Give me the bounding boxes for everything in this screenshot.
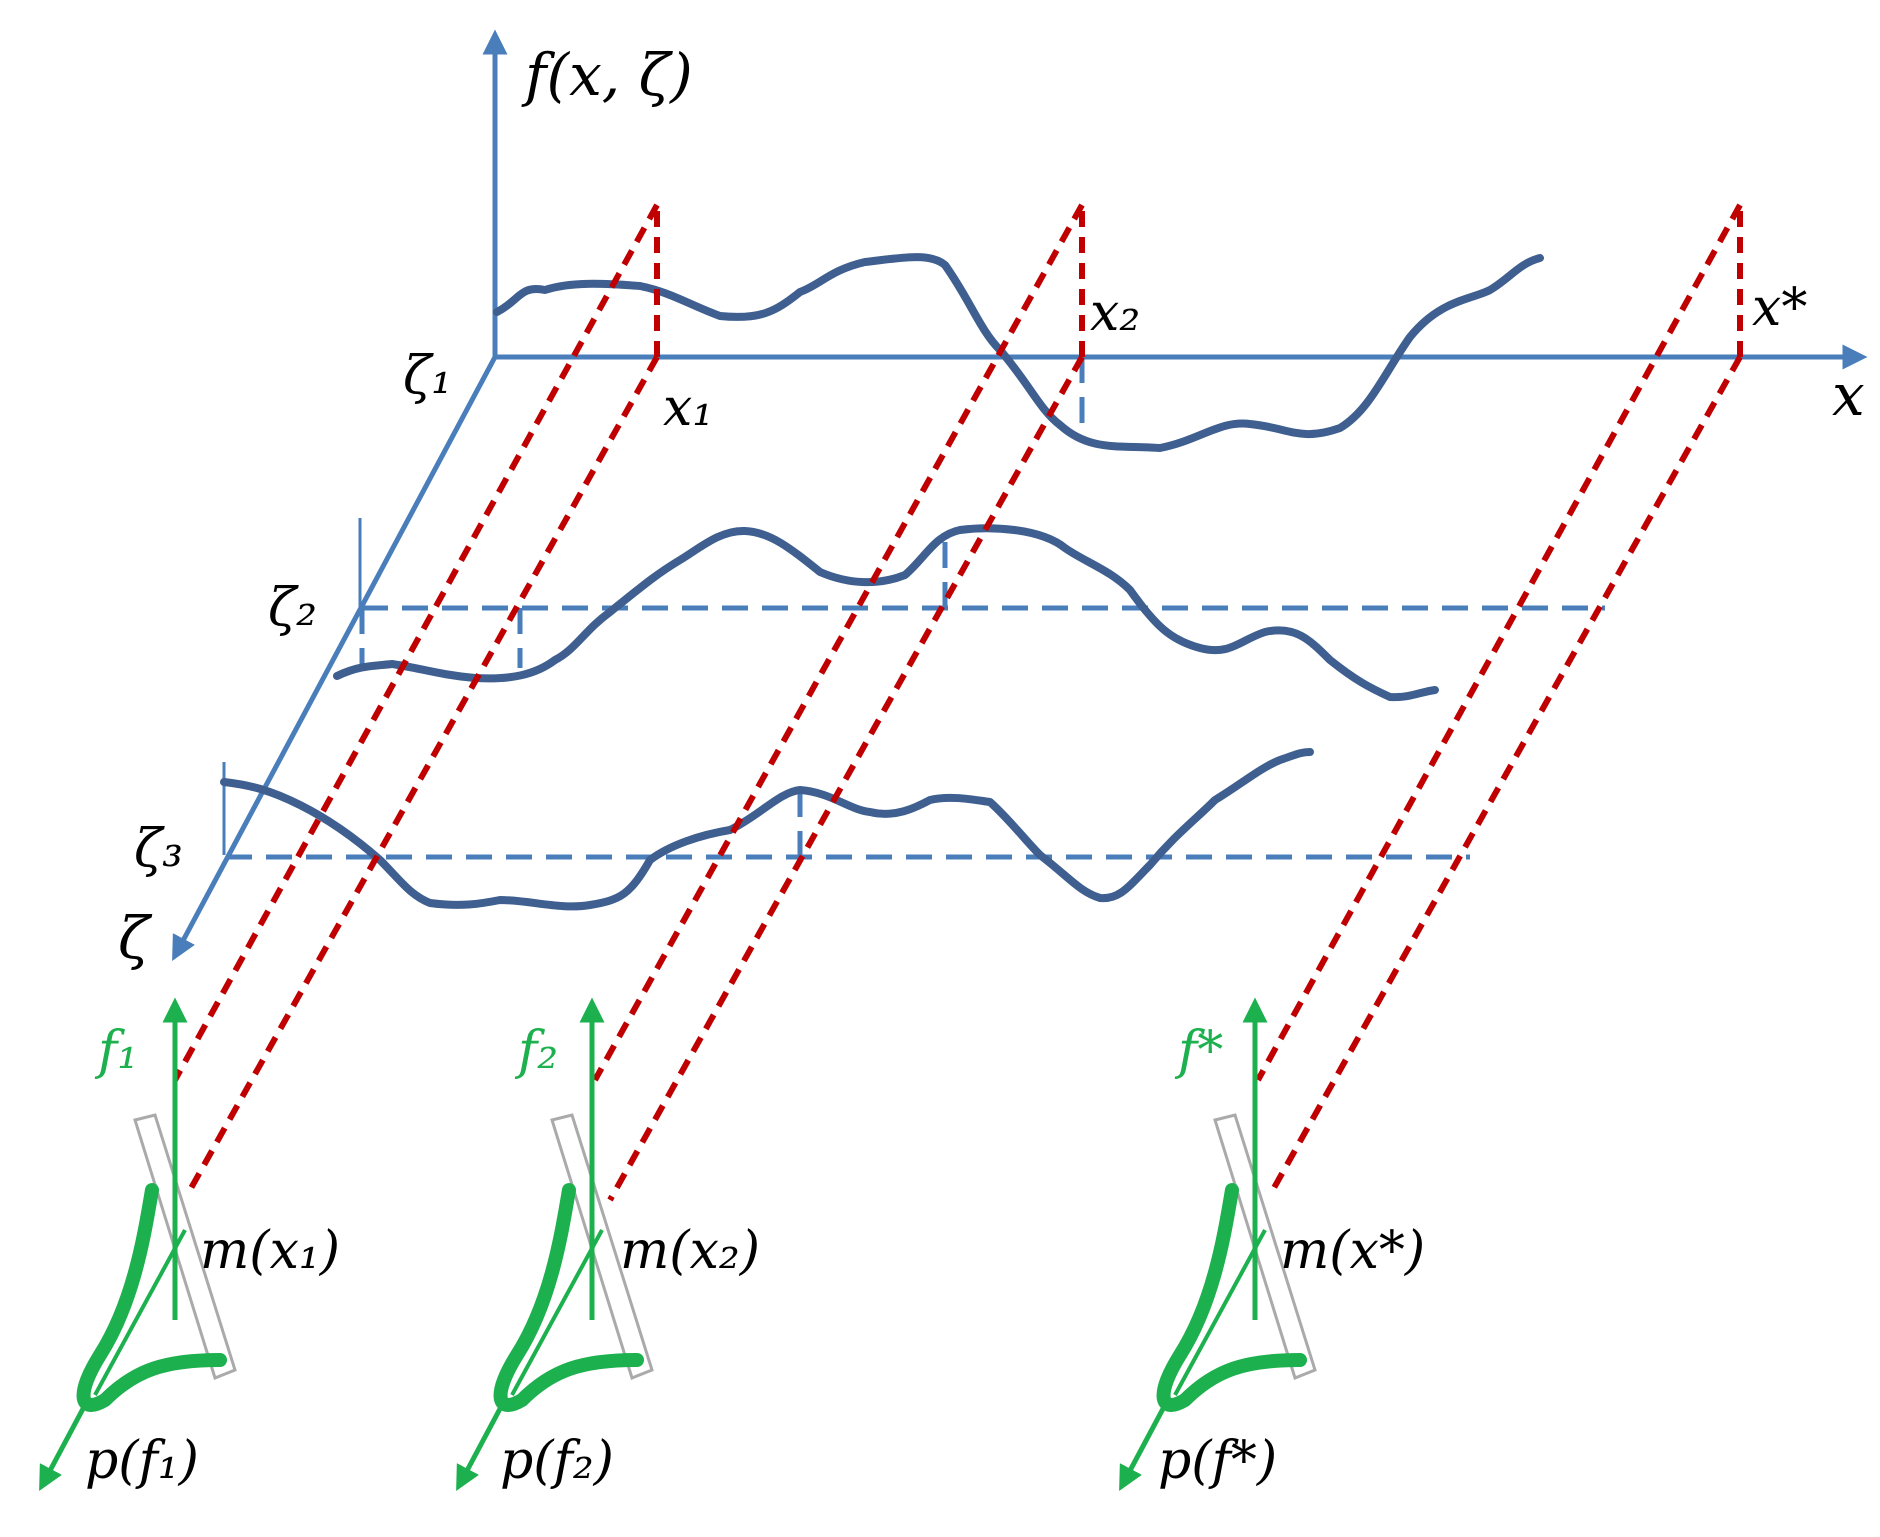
f1-label: f₁ <box>94 1021 138 1081</box>
m-x1-label: m(x₁) <box>200 1221 340 1281</box>
fstar-inner-line <box>1173 1229 1267 1396</box>
m-x2-label: m(x₂) <box>620 1221 760 1281</box>
f2-label: f₂ <box>514 1021 558 1081</box>
f2-inner-line <box>510 1229 604 1396</box>
x1-back-edge <box>187 355 660 1192</box>
fstar-density-curve <box>1156 1183 1307 1412</box>
fstar-label: f* <box>1174 1021 1223 1081</box>
x-axis-label: x <box>1832 361 1865 429</box>
axes <box>172 29 1868 962</box>
f1-inner-line <box>93 1229 187 1396</box>
x2-back-edge <box>607 355 1085 1202</box>
fstar-distribution <box>1119 997 1317 1492</box>
slice-lines <box>226 357 1605 860</box>
f2-p-arrow <box>456 1403 505 1492</box>
x2-front-edge <box>592 203 1085 1082</box>
zeta-axis <box>172 355 498 962</box>
xstar-label: x* <box>1752 278 1807 338</box>
dist-group <box>39 997 1317 1492</box>
fstar-slab <box>1213 1113 1317 1380</box>
curve-zeta2 <box>333 524 1439 702</box>
f2-slab <box>550 1113 654 1380</box>
distributions <box>39 997 1317 1492</box>
zeta3-label: ζ₃ <box>134 819 183 879</box>
f2-density-curve <box>493 1183 644 1412</box>
f1-distribution <box>39 997 237 1492</box>
zeta2-label: ζ₂ <box>268 578 317 638</box>
p-f1-label: p(f₁) <box>85 1431 199 1491</box>
x2-label: x₂ <box>1090 283 1140 343</box>
f1-density-curve <box>76 1183 227 1412</box>
curve-zeta1 <box>493 253 1544 452</box>
red-prisms <box>172 203 1743 1202</box>
f-axis-label: f(x, ζ) <box>521 41 693 109</box>
f1-p-arrow <box>39 1403 88 1492</box>
p-f2-label: p(f₂) <box>500 1431 614 1491</box>
zeta1-label: ζ₁ <box>403 346 452 406</box>
xstar-front-edge <box>1255 203 1743 1082</box>
p-fstar-label: p(f*) <box>1158 1431 1277 1491</box>
x1-label: x₁ <box>663 378 713 438</box>
fstar-p-arrow <box>1119 1403 1168 1492</box>
zeta-axis-label: ζ <box>118 904 153 972</box>
curve-zeta3 <box>220 748 1314 911</box>
xstar-back-edge <box>1267 355 1743 1197</box>
x1-front-edge <box>172 203 660 1082</box>
f2-distribution <box>456 997 654 1492</box>
labels: f(x, ζ) x ζ ζ₁ ζ₂ ζ₃ x₁ x₂ x* m(x₁) m(x₂… <box>85 41 1865 1491</box>
m-xstar-label: m(x*) <box>1280 1221 1425 1281</box>
f1-slab <box>133 1113 237 1380</box>
